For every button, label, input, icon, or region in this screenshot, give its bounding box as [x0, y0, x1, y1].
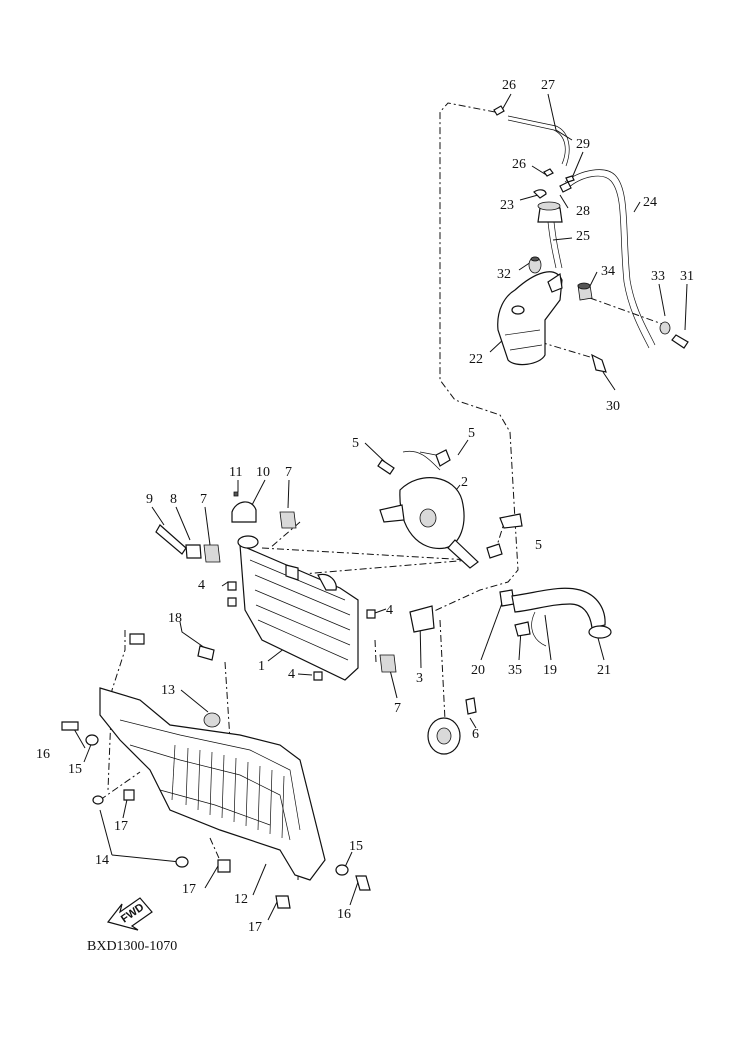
callout-5: 5 — [535, 538, 542, 553]
callout-5: 5 — [468, 426, 475, 441]
callout-26: 26 — [512, 157, 526, 172]
fan-assembly — [377, 449, 612, 755]
callout-24: 24 — [643, 195, 657, 210]
callout-13: 13 — [161, 683, 175, 698]
callout-28: 28 — [576, 204, 590, 219]
callout-32: 32 — [497, 267, 511, 282]
radiator-assembly — [155, 491, 397, 681]
callout-18: 18 — [168, 611, 182, 626]
callout-10: 10 — [256, 465, 270, 480]
callout-4: 4 — [386, 603, 393, 618]
forward-direction-arrow: FWD — [106, 897, 153, 931]
callout-4: 4 — [288, 667, 295, 682]
callout-20: 20 — [471, 663, 485, 678]
callout-34: 34 — [601, 264, 615, 279]
callout-17: 17 — [248, 920, 262, 935]
callout-14: 14 — [95, 853, 109, 868]
callout-2: 2 — [461, 475, 468, 490]
radiator-cover-assembly — [61, 633, 371, 909]
callout-19: 19 — [543, 663, 557, 678]
callout-21: 21 — [597, 663, 611, 678]
callout-16: 16 — [36, 747, 50, 762]
callout-7: 7 — [394, 701, 401, 716]
callout-12: 12 — [234, 892, 248, 907]
callout-31: 31 — [680, 269, 694, 284]
callout-11: 11 — [229, 465, 242, 480]
callout-23: 23 — [500, 198, 514, 213]
callout-35: 35 — [508, 663, 522, 678]
callout-numbers: 1 2 3 4 4 4 5 5 5 6 7 7 7 8 9 10 11 12 1… — [36, 78, 694, 935]
callout-7: 7 — [285, 465, 292, 480]
callout-17: 17 — [182, 882, 196, 897]
callout-6: 6 — [472, 727, 479, 742]
callout-15: 15 — [68, 762, 82, 777]
callout-7: 7 — [200, 492, 207, 507]
callout-25: 25 — [576, 229, 590, 244]
callout-17: 17 — [114, 819, 128, 834]
callout-3: 3 — [416, 671, 423, 686]
radiator — [239, 544, 359, 681]
callout-27: 27 — [541, 78, 555, 93]
radiator-cover — [99, 687, 326, 881]
callout-4: 4 — [198, 578, 205, 593]
callout-30: 30 — [606, 399, 620, 414]
callout-16: 16 — [337, 907, 351, 922]
reservoir-tank-assembly — [493, 105, 689, 373]
callout-9: 9 — [146, 492, 153, 507]
callout-33: 33 — [651, 269, 665, 284]
callout-29: 29 — [576, 137, 590, 152]
drawing-code: BXD1300-1070 — [87, 939, 177, 954]
reservoir-tank — [497, 271, 563, 366]
callout-5: 5 — [352, 436, 359, 451]
callout-22: 22 — [469, 352, 483, 367]
callout-26: 26 — [502, 78, 516, 93]
callout-1: 1 — [258, 659, 265, 674]
callout-15: 15 — [349, 839, 363, 854]
callout-8: 8 — [170, 492, 177, 507]
